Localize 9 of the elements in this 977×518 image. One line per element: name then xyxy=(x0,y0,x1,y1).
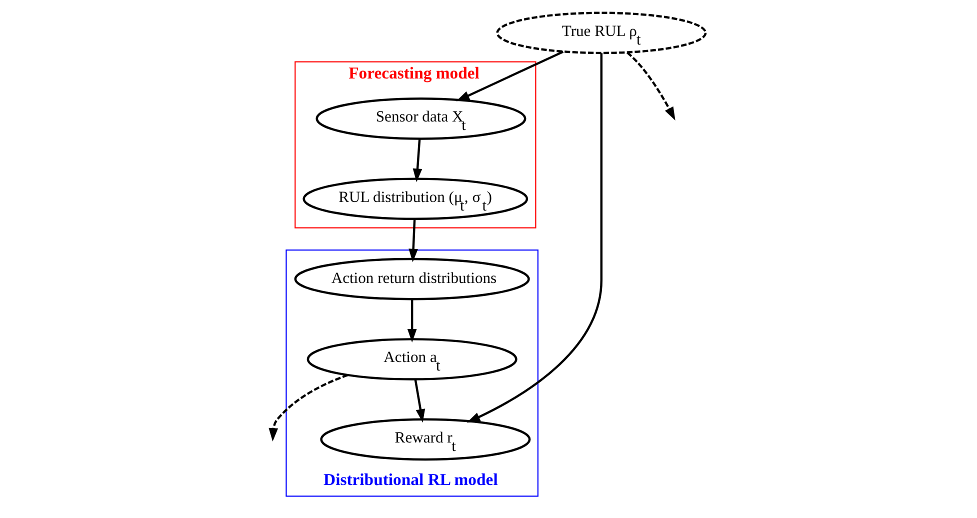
arrow xyxy=(414,379,425,423)
node-ellipse: Action return distributions xyxy=(294,258,530,300)
arrow xyxy=(466,53,602,423)
arrow xyxy=(626,52,675,120)
arrow xyxy=(456,50,564,102)
arrow xyxy=(268,374,348,442)
arrow xyxy=(406,299,416,342)
arrow xyxy=(412,138,422,182)
arrow xyxy=(408,219,418,262)
